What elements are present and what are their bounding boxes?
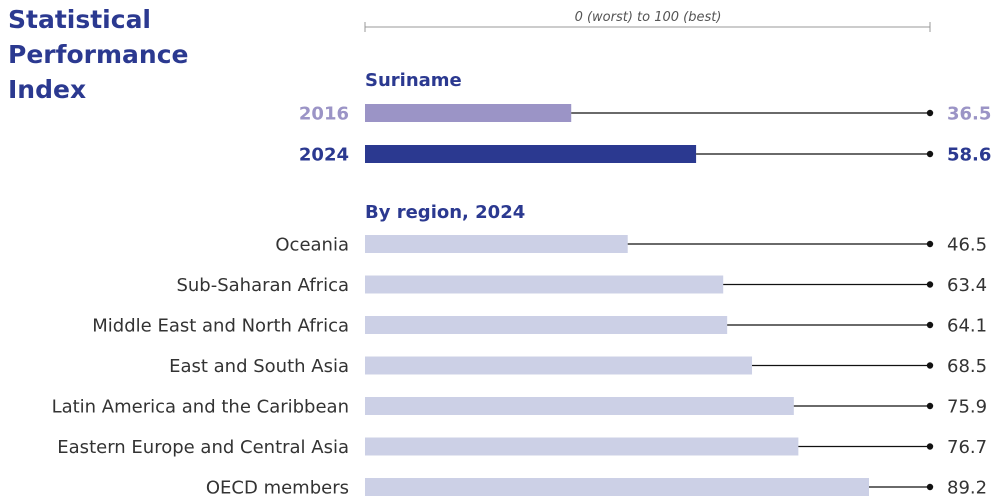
title-line-1: Statistical — [8, 5, 152, 34]
region-label-2: Middle East and North Africa — [92, 316, 349, 337]
region-value-2: 64.1 — [947, 316, 987, 337]
region-dot-4 — [926, 402, 934, 410]
country-value-1: 58.6 — [947, 145, 991, 166]
region-bar-6 — [365, 478, 869, 496]
region-label-0: Oceania — [275, 235, 349, 256]
region-bar-2 — [365, 316, 728, 334]
region-label-5: Eastern Europe and Central Asia — [57, 437, 349, 458]
country-heading: Suriname — [365, 70, 462, 91]
region-value-0: 46.5 — [947, 235, 987, 256]
region-dot-2 — [926, 321, 934, 329]
country-label-0: 2016 — [299, 104, 349, 125]
region-dot-5 — [926, 443, 934, 450]
region-value-1: 63.4 — [947, 275, 987, 296]
region-label-1: Sub-Saharan Africa — [176, 275, 349, 296]
country-bar-0 — [365, 104, 572, 122]
scale-bracket: 0 (worst) to 100 (best) — [364, 10, 931, 32]
region-dot-6 — [926, 483, 934, 491]
region-label-6: OECD members — [206, 478, 349, 499]
region-heading: By region, 2024 — [365, 202, 525, 223]
region-bar-5 — [365, 437, 799, 456]
region-bar-3 — [365, 356, 753, 375]
region-bar-1 — [365, 275, 724, 294]
region-bar-4 — [365, 397, 794, 415]
region-value-4: 75.9 — [947, 397, 987, 418]
region-label-4: Latin America and the Caribbean — [52, 397, 349, 418]
title-line-3: Index — [8, 75, 87, 104]
country-bars: 2016 36.5 2024 58.6 — [299, 104, 992, 166]
region-value-3: 68.5 — [947, 356, 987, 377]
chart-title: Statistical Performance Index — [8, 2, 188, 107]
scale-label: 0 (worst) to 100 (best) — [575, 10, 722, 25]
region-dot-3 — [926, 362, 934, 369]
region-dot-0 — [926, 240, 934, 248]
region-dot-1 — [926, 281, 934, 288]
country-label-1: 2024 — [299, 145, 349, 166]
country-bar-1 — [365, 145, 697, 163]
country-dot-0 — [926, 109, 934, 117]
region-label-3: East and South Asia — [169, 356, 349, 377]
country-dot-1 — [926, 150, 934, 158]
region-value-5: 76.7 — [947, 437, 987, 458]
title-line-2: Performance — [8, 40, 189, 69]
country-value-0: 36.5 — [947, 104, 991, 125]
region-value-6: 89.2 — [947, 478, 987, 499]
region-bar-0 — [365, 235, 628, 253]
